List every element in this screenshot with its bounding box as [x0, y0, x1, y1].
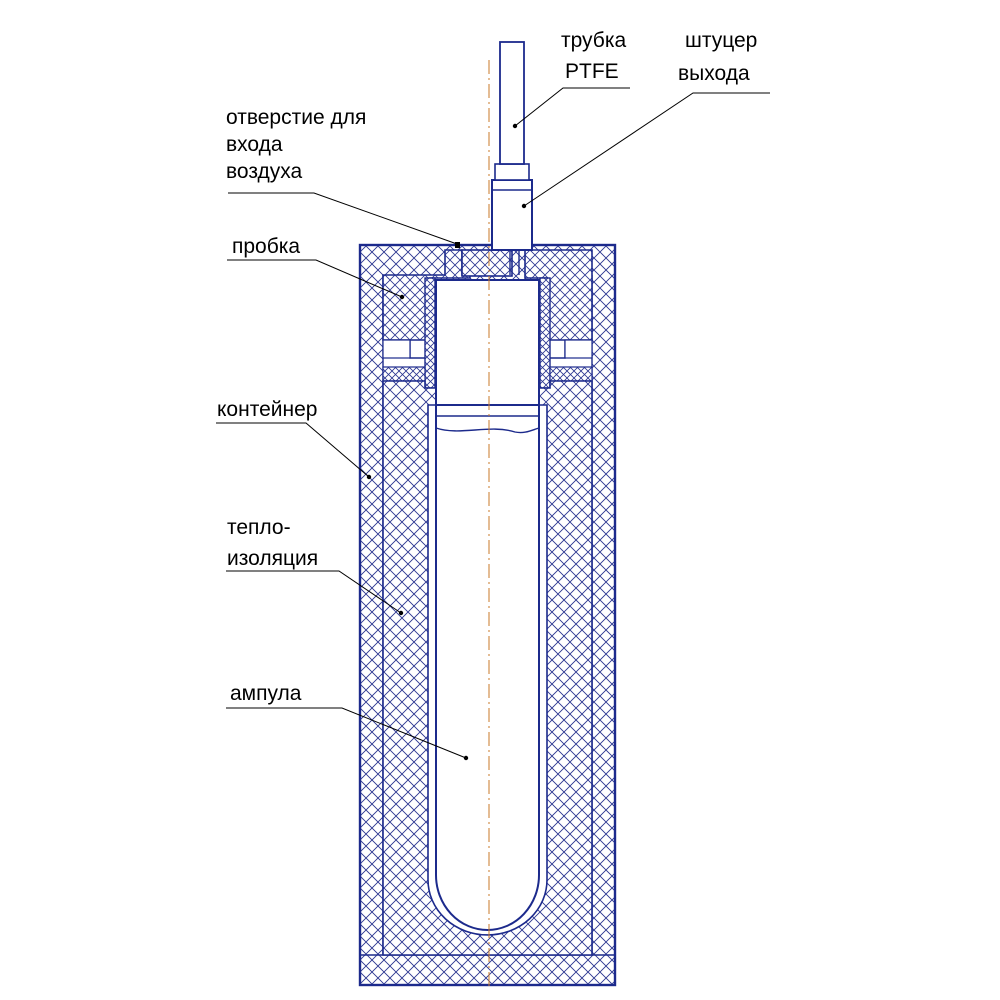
- label-fitting-line2: выхода: [678, 62, 750, 85]
- label-plug: пробка: [232, 235, 300, 258]
- label-insulation-line2: изоляция: [227, 547, 318, 570]
- insulation: [382, 380, 593, 956]
- leader-lines: [216, 87, 770, 761]
- label-insulation-line1: тепло-: [227, 516, 291, 539]
- label-fitting-line1: штуцер: [685, 29, 757, 52]
- label-ampoule: ампула: [230, 682, 302, 705]
- label-fitting: штуцер выхода: [678, 29, 763, 85]
- label-tube-line2: PTFE: [565, 60, 619, 83]
- ampoule: [435, 279, 540, 931]
- label-air-hole-line2: входа: [226, 133, 283, 156]
- air-inlet-hole: [455, 242, 460, 248]
- label-air-hole-line3: воздуха: [226, 160, 303, 183]
- label-tube-line1: трубка: [561, 29, 626, 52]
- plug: [382, 249, 593, 389]
- label-air-hole: отверстие для входа воздуха: [226, 106, 372, 183]
- label-tube: трубка PTFE: [561, 29, 632, 83]
- label-air-hole-line1: отверстие для: [226, 106, 366, 129]
- ptfe-tube: [499, 41, 525, 165]
- label-container: контейнер: [217, 398, 317, 421]
- label-insulation: тепло- изоляция: [227, 516, 318, 570]
